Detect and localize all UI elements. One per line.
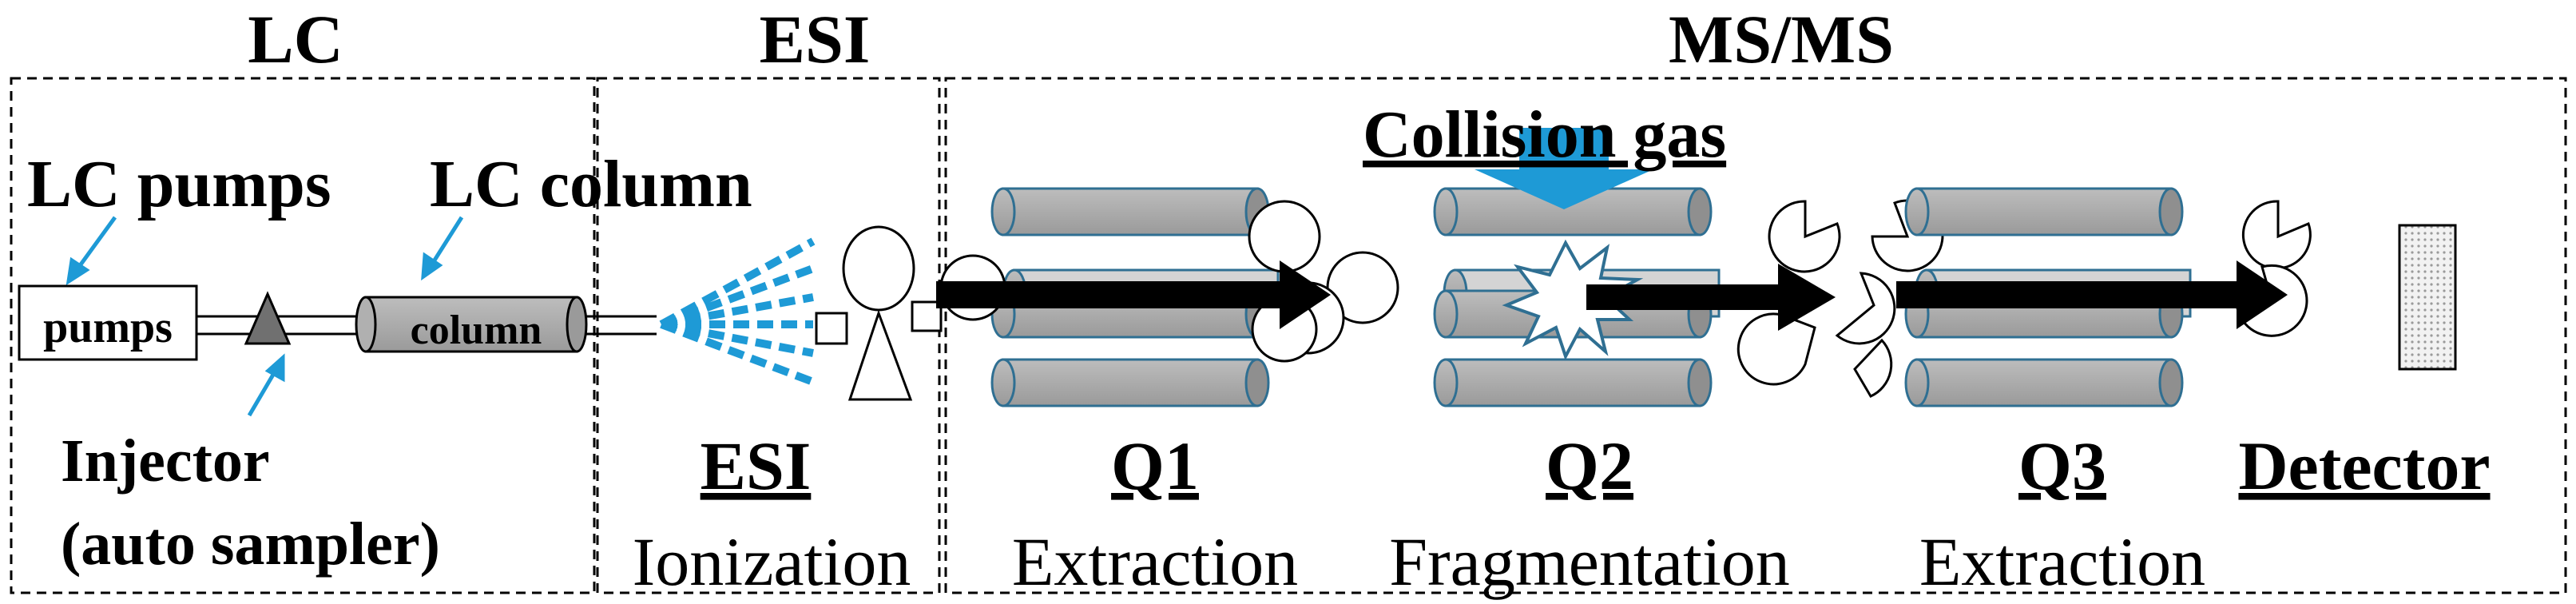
- molecule-head: [842, 225, 915, 312]
- ion-square-1: [815, 312, 848, 345]
- injector-triangle: [244, 291, 292, 345]
- lc-pumps-label: LC pumps: [27, 147, 331, 221]
- q2-title: Q2: [1546, 427, 1633, 504]
- q3-title: Q3: [2018, 427, 2106, 504]
- collision-gas-label: Collision gas: [1363, 97, 1726, 172]
- q1-subtitle: Extraction: [1012, 523, 1298, 600]
- q2-subtitle: Fragmentation: [1389, 523, 1790, 600]
- ion-path-arrows: [936, 260, 2288, 331]
- section-title-esi: ESI: [760, 1, 871, 77]
- esi-spray: [659, 237, 816, 386]
- pumps-box-label: pumps: [43, 303, 173, 352]
- fragmentation-burst: [1502, 239, 1644, 361]
- detector-label: Detector: [2238, 427, 2490, 504]
- esi-section-frame: [596, 77, 941, 594]
- injector-label-line1: Injector: [61, 427, 270, 495]
- q2-fragments: [1737, 199, 1944, 398]
- column-cylinder: [355, 296, 588, 353]
- ion-square-2: [911, 300, 943, 332]
- collision-gas-arrow: [1475, 128, 1653, 209]
- section-title-msms: MS/MS: [1669, 1, 1894, 77]
- injector-label-line2: (auto sampler): [61, 511, 440, 578]
- q3-subtitle: Extraction: [1919, 523, 2205, 600]
- molecule-body: [847, 309, 913, 401]
- lc-section-frame: [10, 77, 596, 594]
- q1-quadrupole: [939, 187, 1399, 407]
- esi-title: ESI: [701, 427, 812, 504]
- column-box-label: column: [411, 308, 542, 353]
- msms-section-frame: [944, 77, 2567, 594]
- detector-block: [2398, 224, 2457, 371]
- esi-subtitle: Ionization: [633, 523, 911, 600]
- lc-column-label: LC column: [430, 147, 752, 221]
- q1-title: Q1: [1111, 427, 1199, 504]
- pumps-box: [18, 284, 198, 361]
- q3-quadrupole: [1904, 187, 2192, 407]
- section-title-lc: LC: [248, 1, 343, 77]
- pointer-arrows: [65, 216, 464, 417]
